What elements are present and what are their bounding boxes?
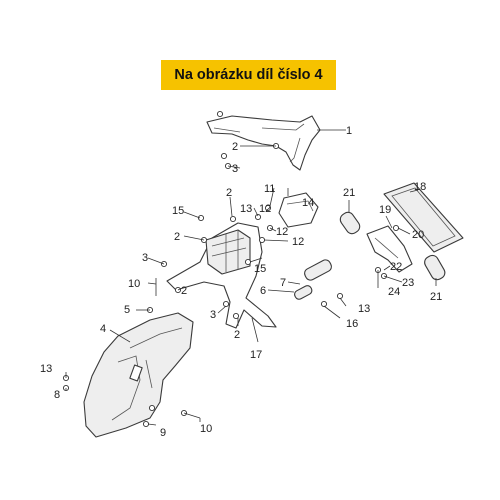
callout-11: 11 — [264, 183, 275, 195]
callout-10: 10 — [200, 423, 212, 435]
fasteners — [62, 110, 400, 428]
callout-labels: 1 2 3 2 15 2 13 12 11 12 14 12 21 18 19 … — [40, 125, 442, 439]
callout-3: 3 — [142, 252, 148, 264]
callout-12: 12 — [276, 226, 288, 238]
reflector-part-21a — [339, 211, 361, 235]
tail-cover-part-1 — [206, 115, 321, 171]
callout-2: 2 — [181, 285, 187, 297]
bracket-plate-part-11 — [278, 192, 319, 228]
callout-10: 10 — [128, 278, 140, 290]
rear-mudguard-part-4 — [83, 312, 194, 438]
callout-6: 6 — [260, 285, 266, 297]
callout-12: 12 — [259, 203, 271, 215]
part-number-banner: Na obrázku díl číslo 4 — [161, 60, 336, 90]
callout-13: 13 — [40, 363, 52, 375]
callout-15: 15 — [254, 263, 266, 275]
plate-holder-part-19 — [366, 225, 413, 273]
callout-19: 19 — [379, 204, 391, 216]
callout-21: 21 — [430, 291, 442, 303]
rear-frame-part-17 — [166, 222, 277, 329]
callout-2: 2 — [232, 141, 238, 153]
callout-8: 8 — [54, 389, 60, 401]
license-plate-part-18 — [383, 182, 464, 253]
callout-12: 12 — [292, 236, 304, 248]
callout-22: 22 — [390, 261, 402, 273]
callout-20: 20 — [412, 229, 424, 241]
callout-13: 13 — [358, 303, 370, 315]
leader-lines — [65, 129, 437, 426]
callout-16: 16 — [346, 318, 358, 330]
callout-24: 24 — [388, 286, 400, 298]
callout-13: 13 — [240, 203, 252, 215]
reflector-part-21b — [424, 254, 446, 281]
side-light-part-6 — [294, 285, 313, 300]
side-light-part-14 — [304, 259, 332, 281]
banner-text: Na obrázku díl číslo 4 — [174, 67, 323, 83]
callout-2: 2 — [174, 231, 180, 243]
callout-1: 1 — [346, 125, 352, 137]
callout-14: 14 — [302, 197, 314, 209]
callout-15: 15 — [172, 205, 184, 217]
callout-2: 2 — [226, 187, 232, 199]
callout-3: 3 — [232, 163, 238, 175]
callout-23: 23 — [402, 277, 414, 289]
callout-18: 18 — [414, 181, 426, 193]
callout-2: 2 — [234, 329, 240, 341]
callout-3: 3 — [210, 309, 216, 321]
callout-4: 4 — [100, 323, 106, 335]
callout-9: 9 — [160, 427, 166, 439]
callout-17: 17 — [250, 349, 262, 361]
callout-21: 21 — [343, 187, 355, 199]
callout-7: 7 — [280, 277, 286, 289]
callout-5: 5 — [124, 304, 130, 316]
